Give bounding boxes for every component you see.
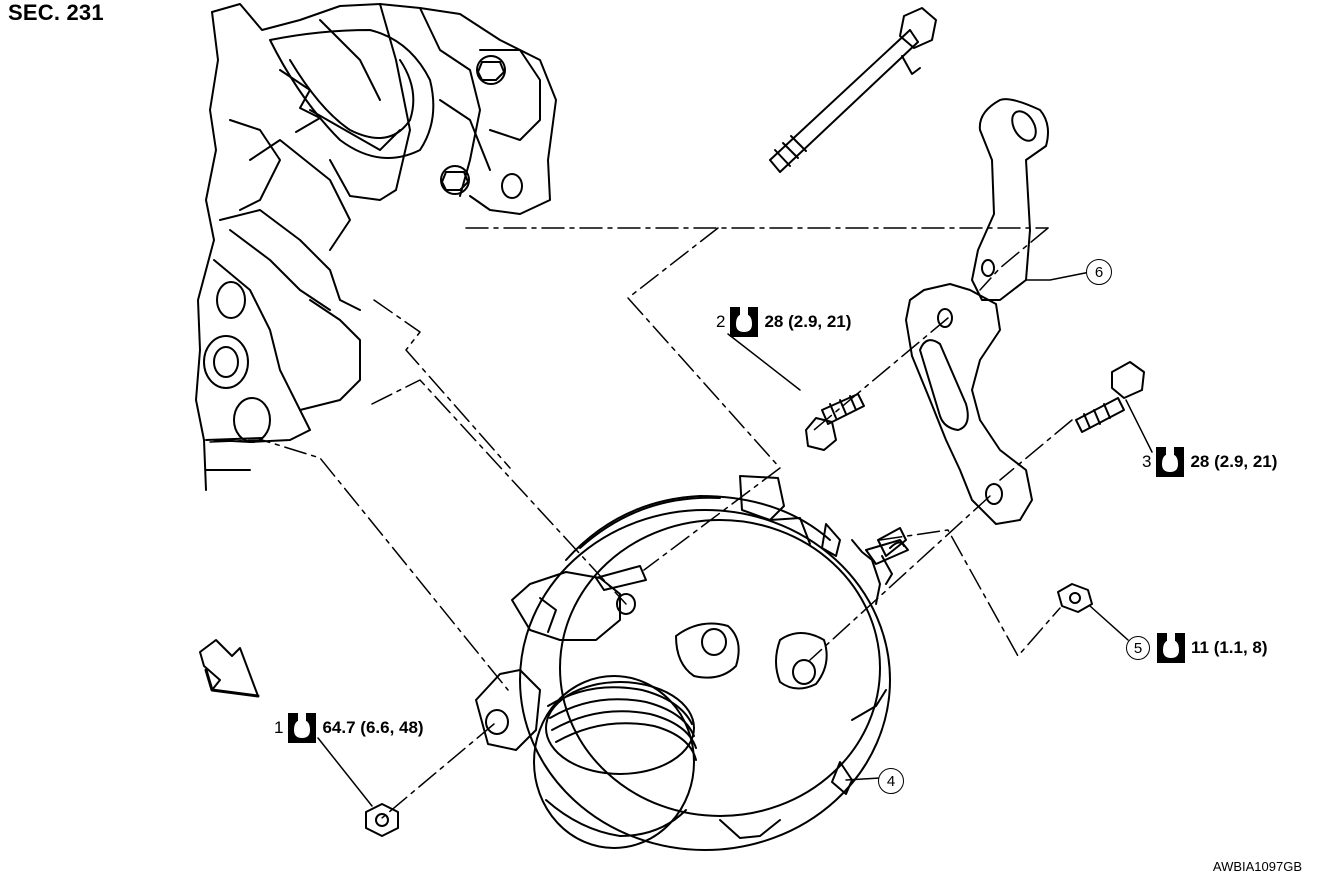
callout-3: 3 28 (2.9, 21) bbox=[1142, 446, 1277, 478]
figure-code: AWBIA1097GB bbox=[1212, 859, 1302, 874]
callout-torque: 11 (1.1, 8) bbox=[1191, 638, 1268, 657]
callout-torque: 28 (2.9, 21) bbox=[1190, 452, 1278, 471]
part-tag-4: 4 bbox=[878, 768, 904, 794]
section-label: SEC. 231 bbox=[8, 0, 104, 25]
callout-torque: 28 (2.9, 21) bbox=[764, 312, 852, 331]
callout-1: 1 64.7 (6.6, 48) bbox=[274, 712, 424, 744]
torque-wrench-icon bbox=[730, 306, 759, 337]
torque-wrench-icon bbox=[1156, 446, 1185, 477]
callout-torque: 64.7 (6.6, 48) bbox=[322, 718, 424, 737]
front-arrow-icon bbox=[199, 639, 260, 698]
alternator-bracket bbox=[905, 98, 1091, 525]
callout-number: 3 bbox=[1142, 452, 1152, 471]
callout-number: 5 bbox=[1126, 636, 1150, 660]
alternator bbox=[475, 475, 909, 851]
long-bolt bbox=[769, 7, 937, 173]
assembly-centerlines bbox=[209, 227, 1073, 819]
nut-1 bbox=[317, 737, 399, 837]
engine-block bbox=[195, 3, 557, 491]
torque-wrench-icon bbox=[288, 712, 317, 743]
bolt-3 bbox=[1075, 361, 1153, 453]
part-tag-6: 6 bbox=[1086, 259, 1112, 285]
bolt-2 bbox=[727, 333, 865, 451]
callout-2: 2 28 (2.9, 21) bbox=[716, 306, 851, 338]
torque-wrench-icon bbox=[1157, 632, 1185, 663]
callout-number: 2 bbox=[716, 312, 726, 331]
callout-number: 1 bbox=[274, 718, 284, 737]
nut-5 bbox=[1057, 583, 1129, 641]
callout-5: 5 11 (1.1, 8) bbox=[1126, 632, 1268, 664]
